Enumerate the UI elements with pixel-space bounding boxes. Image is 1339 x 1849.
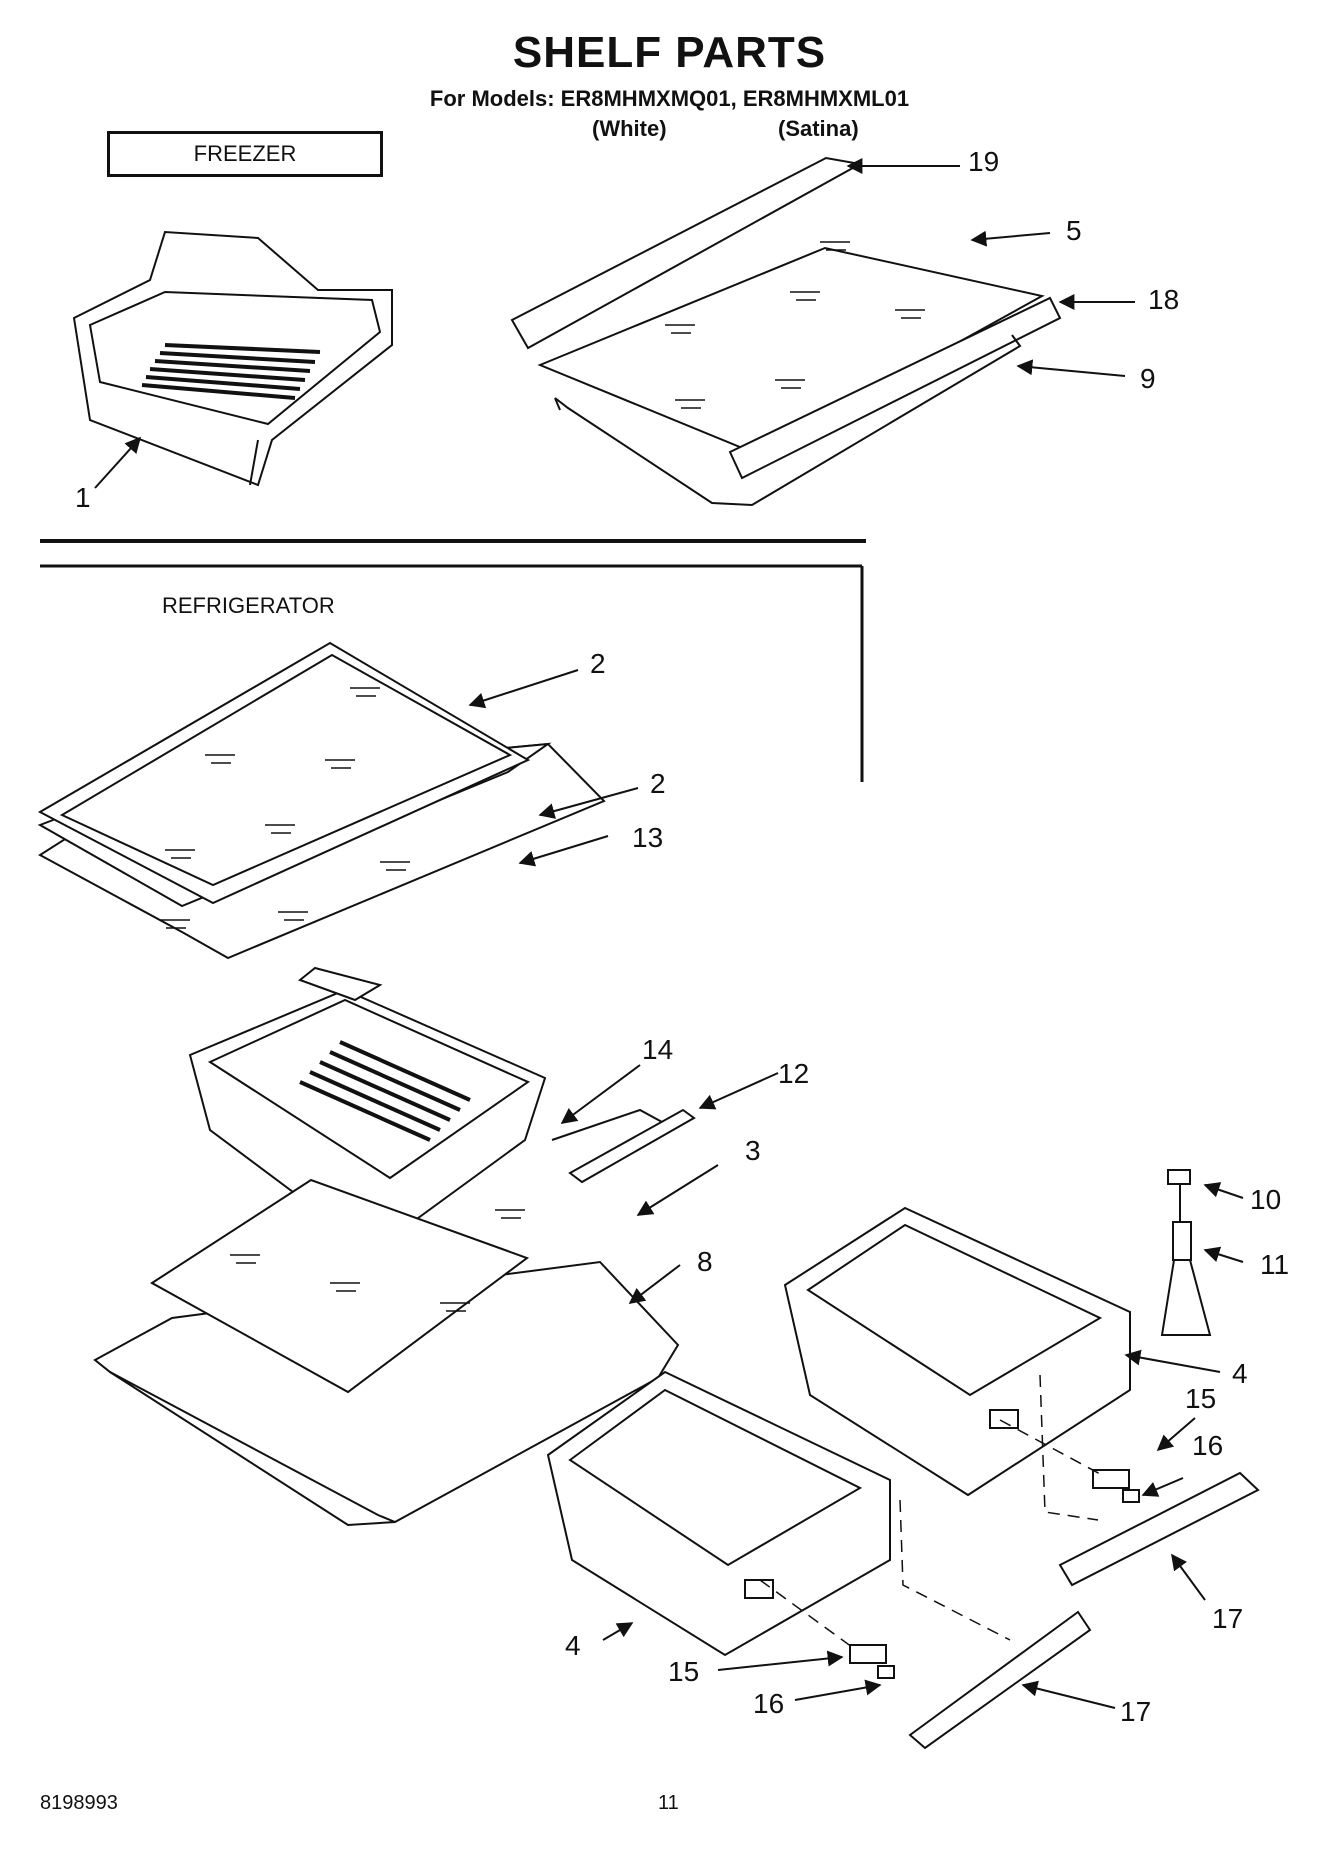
callout-13: 13 (632, 822, 664, 853)
callout-1: 1 (75, 482, 91, 513)
callout-17-left: 17 (1120, 1696, 1152, 1727)
freezer-glass-shelf (510, 156, 1062, 507)
callout-16-right: 16 (1192, 1430, 1224, 1461)
drawer-labels-and-clips (849, 1469, 1140, 1679)
callout-15-left: 15 (668, 1656, 700, 1687)
callout-arrows (94, 158, 1244, 1709)
callout-16-left: 16 (753, 1688, 785, 1719)
freezer-basket (72, 230, 393, 487)
refrigerator-section-label: REFRIGERATOR (162, 593, 335, 618)
refrigerator-shelves (37, 641, 606, 960)
callout-15-right: 15 (1185, 1383, 1217, 1414)
callout-4-right: 4 (1232, 1358, 1248, 1389)
callout-12: 12 (778, 1058, 810, 1089)
section-dividers (40, 539, 866, 782)
dashed-leaders (759, 1374, 1103, 1648)
callout-4-left: 4 (565, 1630, 581, 1661)
callout-11: 11 (1260, 1249, 1290, 1280)
callout-8: 8 (697, 1246, 713, 1277)
meat-pan (188, 966, 547, 1250)
callout-14: 14 (642, 1034, 674, 1065)
pan-cover-glass-and-frame (93, 1178, 680, 1527)
callout-2-middle: 2 (650, 768, 666, 799)
callout-18: 18 (1148, 284, 1180, 315)
models-line: For Models: ER8MHMXMQ01, ER8MHMXML01 (429, 86, 910, 111)
crisper-drawer-right (783, 1206, 1131, 1497)
callout-2-top: 2 (590, 648, 606, 679)
drawer-knob-and-clip (1160, 1169, 1212, 1336)
variant-white: (White) (592, 116, 667, 141)
variant-satina: (Satina) (778, 116, 859, 141)
freezer-section-label: FREEZER (107, 131, 383, 177)
callout-9: 9 (1140, 363, 1156, 394)
callout-17-right: 17 (1212, 1603, 1244, 1634)
callout-19: 19 (968, 146, 1000, 177)
page-title: SHELF PARTS (512, 28, 827, 77)
crisper-drawer-left (546, 1370, 891, 1657)
pan-trim-and-seal (551, 1108, 696, 1184)
document-number: 8198993 (40, 1792, 118, 1814)
drawer-trims (908, 1471, 1260, 1750)
callout-10: 10 (1250, 1184, 1282, 1215)
callout-3: 3 (745, 1135, 761, 1166)
callout-5: 5 (1066, 215, 1082, 246)
page-number: 11 (658, 1792, 679, 1814)
